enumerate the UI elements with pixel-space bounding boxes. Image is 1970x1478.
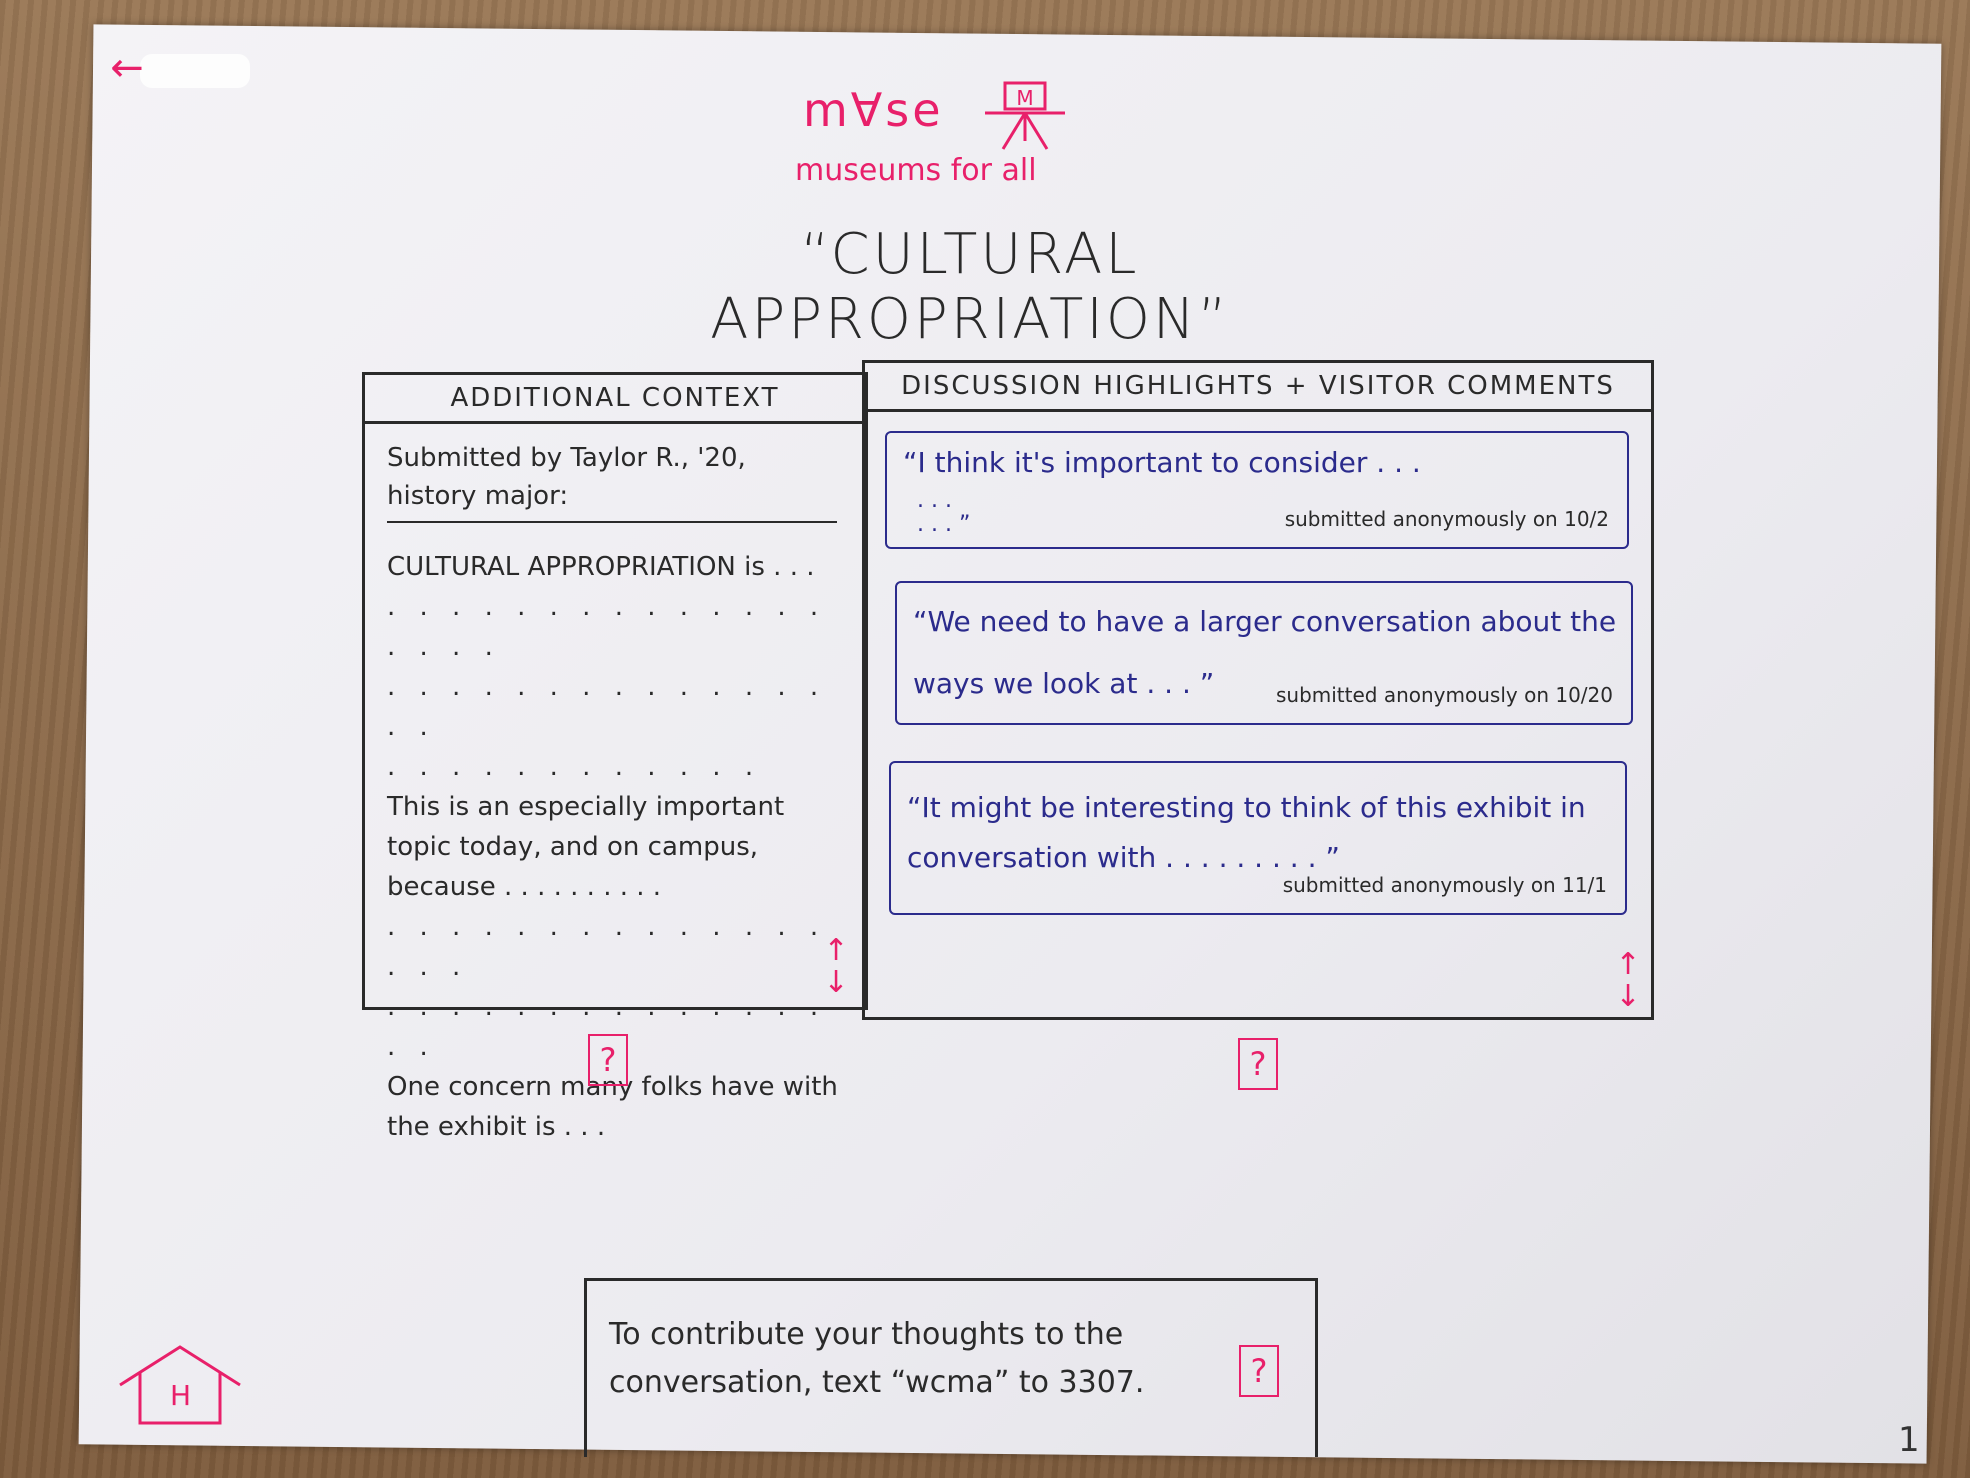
logo-word: m∀se bbox=[803, 83, 944, 137]
page-number: 1 bbox=[1898, 1420, 1920, 1460]
tape bbox=[140, 54, 250, 88]
context-line: CULTURAL APPROPRIATION is . . . bbox=[387, 552, 815, 582]
context-heading: ADDITIONAL CONTEXT bbox=[365, 375, 865, 424]
arrow-up-icon[interactable]: ↑ bbox=[1615, 947, 1641, 982]
context-body[interactable]: CULTURAL APPROPRIATION is . . . . . . . … bbox=[387, 547, 847, 1147]
context-line: One concern many folks have with the exh… bbox=[387, 1072, 838, 1142]
context-line: . . . . . . . . . . . . . . . . . . bbox=[387, 592, 827, 662]
context-line: This is an especially important topic to… bbox=[387, 792, 785, 902]
arrow-down-icon[interactable]: ↓ bbox=[823, 965, 849, 1000]
home-icon bbox=[119, 1345, 241, 1425]
comment-quote: “I think it's important to consider . . … bbox=[903, 446, 1421, 479]
logo-tagline: museums for all bbox=[795, 153, 1037, 188]
contribute-box: To contribute your thoughts to the conve… bbox=[584, 1278, 1318, 1457]
comments-heading: DISCUSSION HIGHLIGHTS + VISITOR COMMENTS bbox=[865, 363, 1651, 412]
context-panel: ADDITIONAL CONTEXT Submitted by Taylor R… bbox=[362, 372, 868, 1142]
comment-meta: submitted anonymously on 11/1 bbox=[1282, 873, 1607, 897]
comment-meta: submitted anonymously on 10/2 bbox=[1284, 507, 1609, 531]
easel-letter: M bbox=[1016, 86, 1033, 110]
home-letter: H bbox=[170, 1379, 192, 1412]
comment-quote: “It might be interesting to think of thi… bbox=[907, 791, 1586, 874]
context-line: . . . . . . . . . . . . . . . . bbox=[387, 672, 827, 742]
back-arrow-icon[interactable]: ← bbox=[110, 45, 144, 91]
context-line: . . . . . . . . . . . . bbox=[387, 752, 762, 782]
comment-continuation: . . . . . . ” bbox=[917, 488, 971, 537]
comment-card[interactable]: “I think it's important to consider . . … bbox=[885, 431, 1629, 549]
easel-icon: M bbox=[985, 81, 1065, 150]
exhibit-title: “CULTURAL APPROPRIATION” bbox=[710, 222, 1230, 352]
context-help-button[interactable]: ? bbox=[588, 1034, 628, 1086]
comments-scroll-control[interactable]: ↑ ↓ bbox=[1613, 947, 1643, 1014]
comment-meta: submitted anonymously on 10/20 bbox=[1275, 683, 1613, 707]
context-line: . . . . . . . . . . . . . . . . . bbox=[387, 912, 827, 982]
contribute-help-button[interactable]: ? bbox=[1239, 1345, 1279, 1397]
comments-panel: DISCUSSION HIGHLIGHTS + VISITOR COMMENTS… bbox=[862, 360, 1654, 1020]
context-scroll-control[interactable]: ↑ ↓ bbox=[821, 933, 851, 1000]
arrow-up-icon[interactable]: ↑ bbox=[823, 933, 849, 968]
home-button[interactable]: H bbox=[118, 1345, 242, 1425]
comment-card[interactable]: “It might be interesting to think of thi… bbox=[889, 761, 1627, 915]
comment-card[interactable]: “We need to have a larger conversation a… bbox=[895, 581, 1633, 725]
contribute-text: To contribute your thoughts to the conve… bbox=[609, 1317, 1145, 1400]
context-submitter: Submitted by Taylor R., '20, history maj… bbox=[387, 439, 837, 523]
context-line: . . . . . . . . . . . . . . . . bbox=[387, 992, 827, 1062]
museum-logo: m∀se M museums for all bbox=[795, 75, 1095, 195]
comments-help-button[interactable]: ? bbox=[1238, 1038, 1278, 1090]
arrow-down-icon[interactable]: ↓ bbox=[1615, 979, 1641, 1014]
comment-quote: “We need to have a larger conversation a… bbox=[913, 605, 1617, 700]
